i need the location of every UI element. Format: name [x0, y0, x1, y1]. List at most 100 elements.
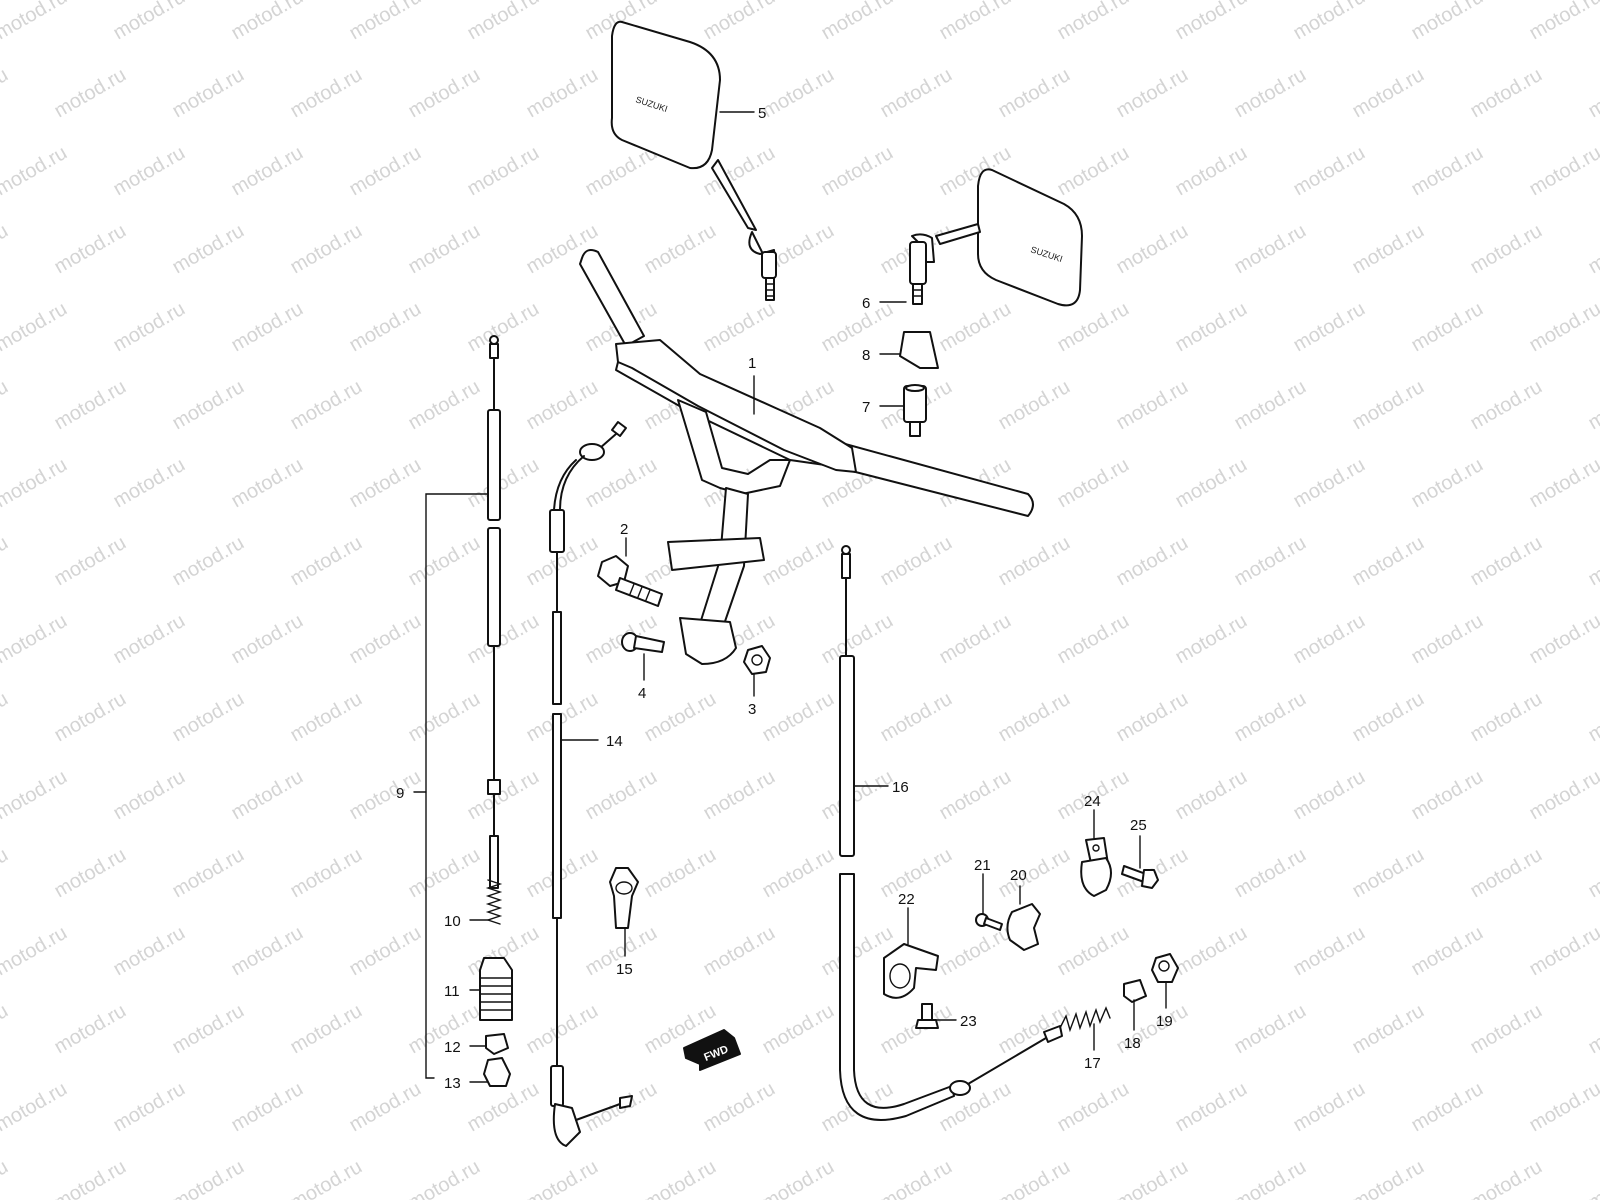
watermark-text: motod.ru — [0, 1156, 12, 1200]
watermark-text: motod.ru — [995, 1000, 1074, 1059]
watermark-text: motod.ru — [464, 454, 543, 513]
watermark-text: motod.ru — [582, 766, 661, 825]
watermark-text: motod.ru — [1408, 610, 1487, 669]
watermark-text: motod.ru — [464, 766, 543, 825]
watermark-text: motod.ru — [523, 1000, 602, 1059]
watermark-text: motod.ru — [818, 766, 897, 825]
watermark-text: motod.ru — [759, 844, 838, 903]
watermark-text: motod.ru — [1349, 220, 1428, 279]
callout-7: 7 — [862, 399, 870, 416]
watermark-text: motod.ru — [1172, 766, 1251, 825]
watermark-text: motod.ru — [1526, 1078, 1600, 1137]
watermark-text: motod.ru — [1231, 844, 1310, 903]
watermark-text: motod.ru — [405, 220, 484, 279]
watermark-text: motod.ru — [818, 0, 897, 44]
watermark-text: motod.ru — [110, 1078, 189, 1137]
watermark-text: motod.ru — [995, 64, 1074, 123]
callout-2: 2 — [620, 521, 628, 538]
watermark-text: motod.ru — [1054, 610, 1133, 669]
watermark-text: motod.ru — [1349, 532, 1428, 591]
callout-14: 14 — [606, 733, 623, 750]
callout-labels: 1 2 3 4 5 6 7 8 9 10 11 12 13 14 15 16 1… — [396, 105, 1173, 1092]
watermark-text: motod.ru — [1467, 220, 1546, 279]
part-9-clutch-cable — [487, 335, 501, 889]
watermark-text: motod.ru — [169, 688, 248, 747]
watermark-text: motod.ru — [0, 220, 12, 279]
watermark-text: motod.ru — [1290, 922, 1369, 981]
watermark-text: motod.ru — [1408, 922, 1487, 981]
watermark-text: motod.ru — [1585, 532, 1600, 591]
watermark-text: motod.ru — [995, 688, 1074, 747]
watermark-text: motod.ru — [0, 0, 71, 44]
part-10-spring — [485, 879, 503, 925]
watermark-text: motod.ru — [464, 142, 543, 201]
watermark-text: motod.ru — [1526, 0, 1600, 44]
watermark-text: motod.ru — [287, 844, 366, 903]
callout-11: 11 — [444, 983, 460, 1000]
watermark-text: motod.ru — [1349, 688, 1428, 747]
watermark-text: motod.ru — [51, 1156, 130, 1200]
watermark-text: motod.ru — [1585, 376, 1600, 435]
watermark-text: motod.ru — [1054, 142, 1133, 201]
callout-23: 23 — [960, 1013, 977, 1030]
callout-16: 16 — [892, 779, 909, 796]
watermark-text: motod.ru — [1526, 142, 1600, 201]
watermark-text: motod.ru — [228, 1078, 307, 1137]
part-19-adjuster — [1151, 953, 1179, 983]
watermark-text: motod.ru — [1231, 1156, 1310, 1200]
watermark-text: motod.ru — [1290, 142, 1369, 201]
watermark-text: motod.ru — [1408, 0, 1487, 44]
watermark-text: motod.ru — [405, 1156, 484, 1200]
watermark-text: motod.ru — [1172, 298, 1251, 357]
watermark-text: motod.ru — [287, 376, 366, 435]
part-3-nut — [743, 645, 771, 675]
watermark-text: motod.ru — [759, 688, 838, 747]
watermark-text: motod.ru — [228, 298, 307, 357]
watermark-text: motod.ru — [110, 454, 189, 513]
part-23-bolt — [915, 1003, 939, 1029]
part-14-throttle-cable — [549, 421, 633, 1147]
watermark-text: motod.ru — [405, 844, 484, 903]
part-7-adapter — [903, 384, 927, 437]
watermark-text: motod.ru — [1290, 1078, 1369, 1137]
part-1-handlebar — [579, 249, 1034, 665]
watermark-text: motod.ru — [346, 1078, 425, 1137]
watermark-text: motod.ru — [1526, 298, 1600, 357]
callout-20: 20 — [1010, 867, 1027, 884]
watermark-text: motod.ru — [405, 376, 484, 435]
watermark-text: motod.ru — [1231, 220, 1310, 279]
watermark-text: motod.ru — [464, 298, 543, 357]
watermark-text: motod.ru — [169, 220, 248, 279]
watermark-text: motod.ru — [700, 1078, 779, 1137]
watermark-text: motod.ru — [1113, 532, 1192, 591]
callout-1: 1 — [748, 355, 756, 372]
leader-lines — [413, 111, 1167, 1083]
watermark-text: motod.ru — [228, 454, 307, 513]
watermark-text: motod.ru — [0, 844, 12, 903]
watermark-text: motod.ru — [1290, 0, 1369, 44]
part-22-clamp — [883, 943, 939, 999]
watermark-text: motod.ru — [1349, 1000, 1428, 1059]
callout-6: 6 — [862, 295, 870, 312]
part-13-adjuster — [483, 1057, 511, 1087]
watermark-text: motod.ru — [1526, 766, 1600, 825]
part-16-brake-cable — [839, 545, 1063, 1121]
watermark-text: motod.ru — [877, 688, 956, 747]
watermark-text: motod.ru — [700, 922, 779, 981]
watermark-text: motod.ru — [169, 376, 248, 435]
watermark-text: motod.ru — [641, 220, 720, 279]
watermark-text: motod.ru — [51, 64, 130, 123]
watermark-text: motod.ru — [759, 64, 838, 123]
callout-4: 4 — [638, 685, 646, 702]
watermark-text: motod.ru — [700, 0, 779, 44]
watermark-text: motod.ru — [405, 688, 484, 747]
watermark-text: motod.ru — [818, 610, 897, 669]
watermark-text: motod.ru — [287, 220, 366, 279]
watermark-text: motod.ru — [169, 532, 248, 591]
watermark-text: motod.ru — [0, 922, 71, 981]
watermark-text: motod.ru — [1231, 688, 1310, 747]
watermark-text: motod.ru — [1349, 64, 1428, 123]
watermark-text: motod.ru — [641, 1156, 720, 1200]
watermark-text: motod.ru — [346, 454, 425, 513]
